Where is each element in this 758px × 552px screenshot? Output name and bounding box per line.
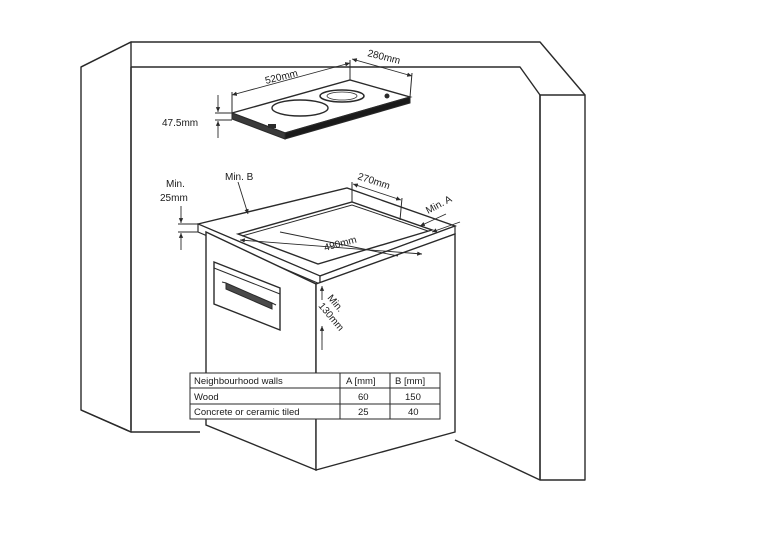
clearance-table: Neighbourhood walls A [mm] B [mm] Wood 6… [189, 372, 441, 420]
table-header-a: A [mm] [346, 376, 376, 387]
hob-width-label: 520mm [264, 68, 299, 87]
table-row-wood-b: 150 [405, 392, 421, 403]
min-25-label-line1: Min. [166, 179, 185, 190]
min-a-label: Min. A [424, 194, 454, 217]
hob-height-label: 47.5mm [162, 118, 198, 129]
cooking-zone-large [271, 99, 329, 117]
table-header-b: B [mm] [395, 376, 425, 387]
table-header-walls: Neighbourhood walls [194, 376, 283, 387]
cutout-depth-label: 270mm [356, 171, 391, 192]
table-row-concrete-b: 40 [408, 407, 419, 418]
table-row-concrete-material: Concrete or ceramic tiled [194, 407, 300, 418]
table-row-wood-material: Wood [194, 392, 219, 403]
min-b-label: Min. B [225, 172, 254, 183]
hob-unit [229, 79, 413, 140]
min-25-label-line2: 25mm [160, 193, 188, 204]
table-row-wood-a: 60 [358, 392, 369, 403]
table-row-concrete-a: 25 [358, 407, 369, 418]
drawer-handle [225, 282, 273, 310]
